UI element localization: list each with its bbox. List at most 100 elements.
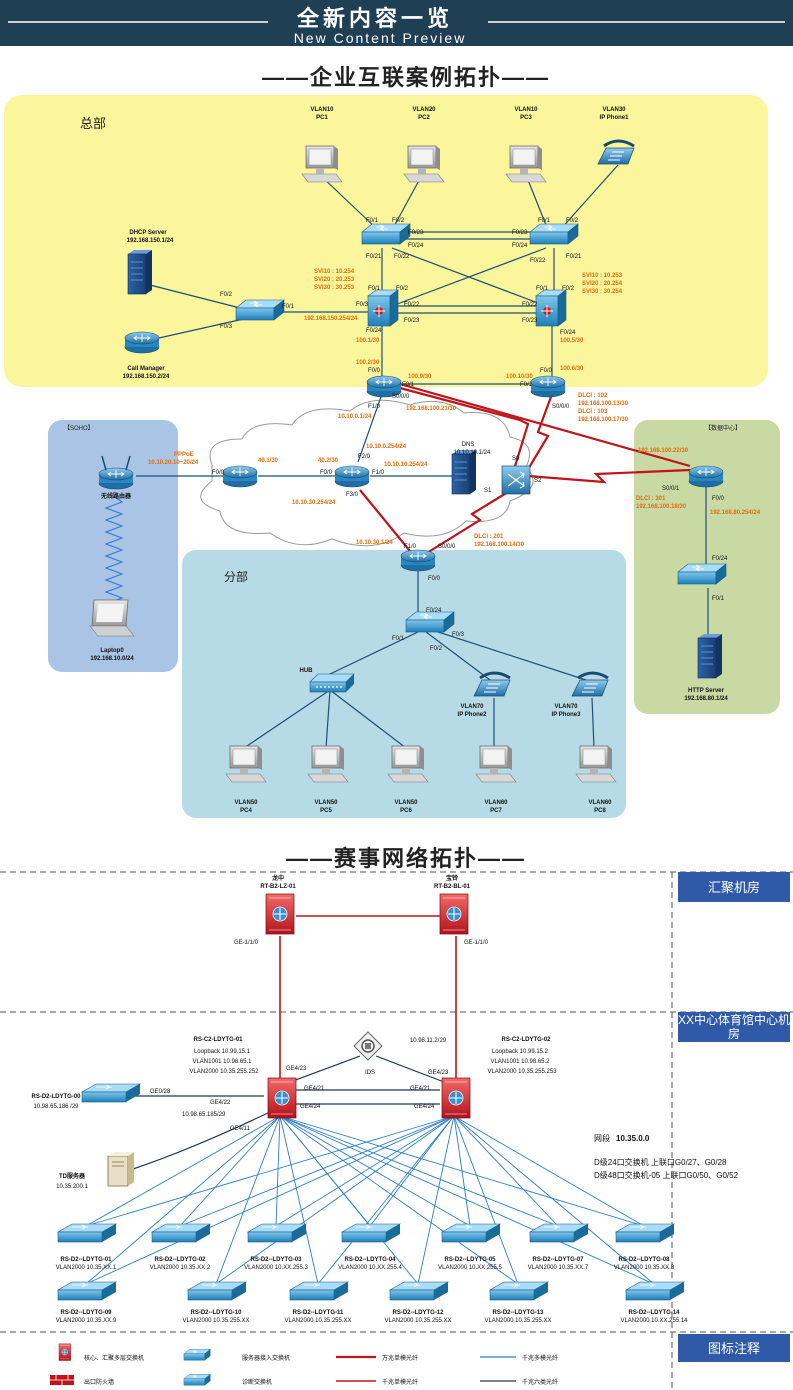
- isp-ip3: 10.10.30.254/24: [292, 500, 336, 506]
- core2-name: RS-C2-LDYTG-02: [501, 1037, 551, 1043]
- r2-f01: F0/1: [520, 382, 533, 388]
- core2-ge424: GE4/24: [414, 1104, 435, 1110]
- wireless-router-icon: [98, 455, 134, 490]
- core-r-p22: F0/22: [522, 302, 538, 308]
- access-switch-name: RS-D2--LDYTG-13: [492, 1310, 544, 1316]
- hub-label: HUB: [300, 668, 314, 674]
- wireless-link: [104, 495, 124, 609]
- section1-title: ——企业互联案例拓扑——: [262, 65, 550, 90]
- dc-switch-icon: [677, 563, 727, 585]
- pc6-vlan: VLAN50: [394, 800, 418, 806]
- pc4-name: PC4: [240, 808, 252, 814]
- access-switch-ip: VLAN2000 10.35.XX.2: [150, 1265, 211, 1271]
- acc-l-p2: F0/2: [392, 218, 405, 224]
- agg-router-bl-icon: [439, 893, 469, 935]
- br-sw-f024: F0/24: [426, 608, 442, 614]
- core-l-p24: F0/24: [366, 328, 382, 334]
- access-switch-name: RS-D2--LDYTG-11: [293, 1310, 344, 1316]
- access-switch-icon: [57, 1281, 117, 1301]
- zone-soho-label: 【SOHO】: [64, 425, 94, 432]
- http-server-icon: [697, 633, 723, 679]
- server-switch-icon: [235, 299, 285, 321]
- acc-r-p21: F0/21: [566, 254, 582, 260]
- access-switch-icon: [151, 1223, 211, 1243]
- access-switch-ip: VLAN2000 10.35.255.XX: [182, 1318, 249, 1324]
- core-black-links: [129, 1055, 445, 1171]
- br-f10: F1/0: [404, 544, 417, 550]
- agg-lz-site: 龙中: [272, 874, 284, 882]
- access-switch-icon: [247, 1223, 307, 1243]
- r1-f01: F0/1: [402, 382, 415, 388]
- sw-p1: F0/1: [282, 304, 295, 310]
- frame-relay-links: [359, 382, 691, 557]
- agg-lz-port: GE-1/1/0: [234, 940, 259, 946]
- dc-dlci-1: DLCI : 301: [636, 496, 666, 502]
- core1-ge422: GE4/22: [210, 1100, 231, 1106]
- core-left-ip: 100.1/30: [356, 338, 380, 344]
- pc7-icon: [475, 745, 517, 783]
- dns-server-icon: [451, 449, 477, 495]
- acc-r-p22: F0/22: [530, 258, 546, 264]
- isp-f30: F3/0: [346, 492, 359, 498]
- svi-right-10: SVI10 : 10.253: [582, 273, 623, 279]
- cloud-ip1: 10.10.0.254/24: [366, 444, 407, 450]
- call-manager-icon: [124, 331, 160, 354]
- access-switch-ip: VLAN2000 10.35.XX.1: [56, 1265, 117, 1271]
- svi-left-10: SVI10 : 10.254: [314, 269, 355, 275]
- access-switch-name: RS-D2--LDYTG-07: [532, 1257, 584, 1263]
- pc2-icon: [403, 145, 445, 183]
- agg-bl-name: RT-B2-BL-01: [434, 884, 471, 890]
- td-name: TD服务器: [59, 1172, 86, 1180]
- acc-r-p2: F0/2: [566, 218, 579, 224]
- http-server-name: HTTP Server: [688, 688, 725, 694]
- phone3-name: IP Phone3: [552, 712, 582, 718]
- sw-p2: F0/2: [220, 292, 233, 298]
- access-switch-icon: [489, 1281, 549, 1301]
- acc-l-p23: F0/23: [408, 230, 424, 236]
- core2-ge423: GE4/23: [428, 1070, 449, 1076]
- core1-name: RS-C2-LDYTG-01: [193, 1037, 243, 1043]
- acc-r-p24: F0/24: [512, 243, 528, 249]
- access-switch-icon: [529, 1223, 589, 1243]
- access-links: [85, 1115, 655, 1285]
- dc-f00: F0/0: [712, 496, 725, 502]
- core-l-p22: F0/22: [404, 302, 420, 308]
- legend-core-icon: [58, 1343, 71, 1361]
- br-dlci-2: 192.168.100.14/30: [474, 542, 525, 548]
- pc4-icon: [225, 745, 267, 783]
- dhcp-ip: 192.168.150.1/24: [127, 238, 174, 244]
- pc1-icon: [301, 145, 343, 183]
- access-switch-icon: [389, 1281, 449, 1301]
- isp-f10: F1/0: [372, 470, 385, 476]
- pc7-name: PC7: [490, 808, 502, 814]
- soho-router-label: 无线路由器: [100, 492, 132, 500]
- br-f00: F0/0: [428, 576, 441, 582]
- tier-label-core-wrap: XX中心体育馆中心机房: [678, 1013, 790, 1041]
- access-switch-name: RS-D2--LDYTG-01: [60, 1257, 112, 1263]
- r2-f00: F0/0: [540, 368, 553, 374]
- legend-text-7: 千兆单模光纤: [382, 1378, 418, 1386]
- core-switch-02-icon: [441, 1077, 471, 1119]
- access-switch-ip: VLAN2000 10.35.XX.7: [528, 1265, 589, 1271]
- core1-line1: Loopback 10.99.15.1: [194, 1049, 251, 1055]
- zone-branch: [182, 550, 626, 818]
- access-switch-icon: [441, 1223, 501, 1243]
- access-switch-name: RS-D2--LDYTG-03: [250, 1257, 302, 1263]
- laptop-icon: [89, 599, 135, 637]
- core2-line2: VLAN1001 10.98.65.2: [490, 1059, 550, 1065]
- access-switch-ip: VLAN2000 10.35.255.XX: [284, 1318, 351, 1324]
- br-sw-f01: F0/1: [392, 636, 405, 642]
- access-switch-name: RS-D2--LDYTG-08: [618, 1257, 670, 1263]
- d00-ip: 10.98.65.186 /29: [33, 1104, 79, 1110]
- r1-s000: S0/0/0: [392, 394, 410, 400]
- pc7-vlan: VLAN60: [484, 800, 508, 806]
- acc-l-p1: F0/1: [366, 218, 379, 224]
- pc3-icon: [505, 145, 547, 183]
- zone-dc-label: 【数据中心】: [705, 424, 741, 432]
- core1-line2: VLAN1001 10.98.65.1: [192, 1059, 252, 1065]
- hq-router2-icon: [530, 375, 566, 398]
- r2-dlci-4: 192.168.100.17/30: [578, 417, 629, 423]
- acc-r-p1: F0/1: [538, 218, 551, 224]
- tier-label-legend: 图标注释: [708, 1341, 760, 1356]
